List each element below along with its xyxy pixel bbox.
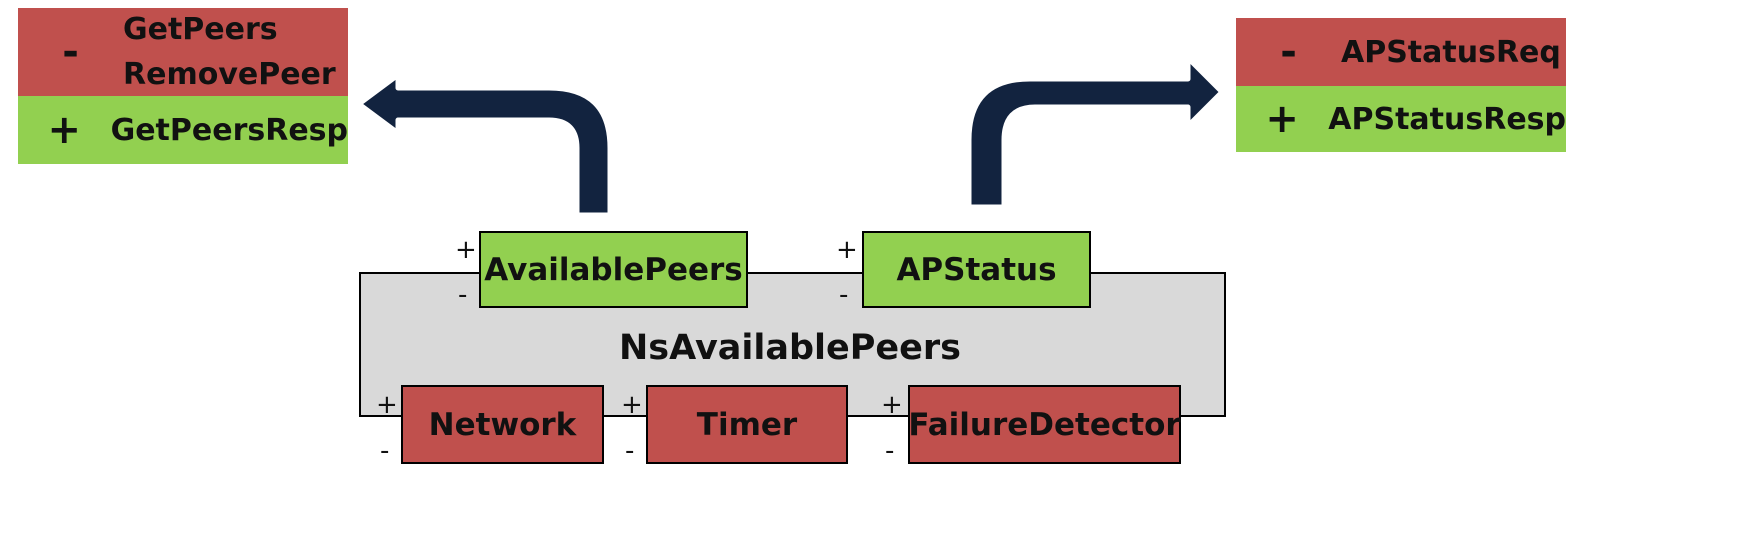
left-positive-messages: + GetPeersResp xyxy=(18,96,348,164)
left-negative-messages: - GetPeers RemovePeer xyxy=(18,8,348,96)
minus-sign: - xyxy=(625,436,635,466)
minus-sign: - xyxy=(458,280,468,310)
port-availablepeers: AvailablePeers xyxy=(479,231,748,308)
port-apstatus: APStatus xyxy=(862,231,1091,308)
message-label: RemovePeer xyxy=(123,57,336,92)
plus-sign: + xyxy=(621,390,643,420)
minus-sign: - xyxy=(380,436,390,466)
component-name: NsAvailablePeers xyxy=(618,328,962,368)
message-label: APStatusResp xyxy=(1328,101,1566,137)
message-list: GetPeers RemovePeer xyxy=(123,7,336,97)
plus-sign: + xyxy=(881,390,903,420)
plus-sign: + xyxy=(47,107,82,153)
port-timer: Timer xyxy=(646,385,848,464)
message-list: GetPeersResp xyxy=(111,108,348,153)
minus-sign: - xyxy=(62,29,79,75)
port-network: Network xyxy=(401,385,604,464)
minus-sign: - xyxy=(885,436,895,466)
message-label: GetPeers xyxy=(123,12,278,47)
port-failuredetector: FailureDetector xyxy=(908,385,1181,464)
message-label: GetPeersResp xyxy=(110,112,348,148)
minus-sign: - xyxy=(839,280,849,310)
plus-sign: + xyxy=(376,390,398,420)
curved-arrow-right-icon xyxy=(966,55,1225,210)
right-negative-messages: - APStatusReq xyxy=(1236,18,1566,86)
message-label: APStatusReq xyxy=(1341,34,1561,70)
plus-sign: + xyxy=(455,235,477,265)
minus-sign: - xyxy=(1280,29,1297,75)
message-list: APStatusResp xyxy=(1328,97,1566,142)
curved-arrow-left-icon xyxy=(356,72,613,218)
message-list: APStatusReq xyxy=(1341,30,1561,75)
plus-sign: + xyxy=(836,235,858,265)
plus-sign: + xyxy=(1265,96,1299,142)
right-positive-messages: + APStatusResp xyxy=(1236,86,1566,152)
